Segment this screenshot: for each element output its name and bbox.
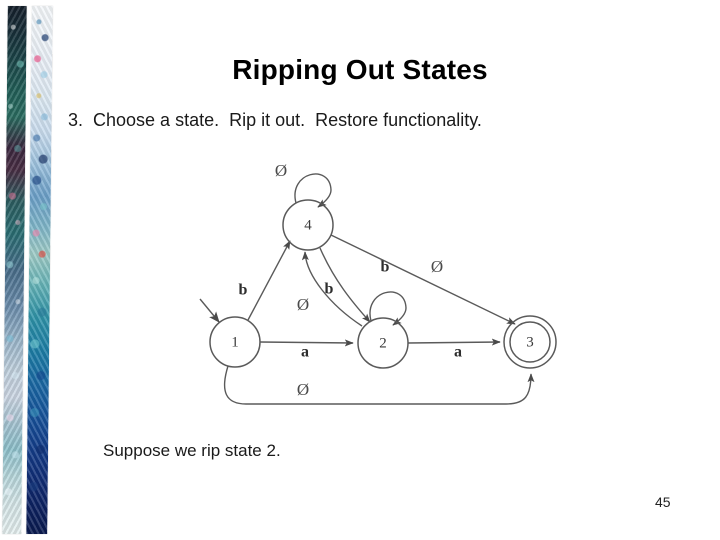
edge-label-1-to-2: a (301, 344, 309, 361)
bullet-step-text: 3. Choose a state. Rip it out. Restore f… (68, 110, 482, 130)
edge-label-self-loop-4: Ø (275, 161, 287, 180)
edge-label-2-to-3: a (454, 344, 462, 361)
start-arrow (199, 298, 220, 323)
state-label-4: 4 (304, 217, 312, 233)
slide-caption: Suppose we rip state 2. (103, 441, 281, 460)
state-label-3: 3 (526, 334, 534, 350)
state-node-2 (357, 317, 409, 369)
state-node-4 (282, 199, 334, 251)
state-node-3-outer (503, 315, 557, 369)
self-loop-2 (369, 291, 407, 326)
edge-label-2-to-4: Ø (297, 295, 309, 314)
self-loop-4 (294, 173, 332, 208)
edge-4-to-2 (319, 247, 371, 323)
edge-label-1-to-3: Ø (297, 380, 309, 399)
state-label-2: 2 (379, 335, 387, 351)
state-node-1 (209, 316, 261, 368)
edge-label-4-to-2: b (325, 281, 334, 298)
edge-2-to-3 (407, 338, 501, 346)
edge-label-4-to-3: Ø (431, 257, 443, 276)
edge-1-to-4 (247, 240, 291, 321)
edge-4-to-3 (330, 234, 516, 325)
slide-title: Ripping Out States (232, 54, 488, 85)
edge-label-self-loop-2: b (381, 259, 390, 276)
state-label-1: 1 (231, 334, 239, 350)
edge-1-to-3 (223, 365, 535, 405)
edge-1-to-2 (259, 339, 354, 347)
edge-2-to-4 (301, 251, 363, 327)
page-number: 45 (655, 494, 671, 510)
state-node-3-inner (509, 321, 551, 363)
edge-label-1-to-4: b (239, 282, 248, 299)
